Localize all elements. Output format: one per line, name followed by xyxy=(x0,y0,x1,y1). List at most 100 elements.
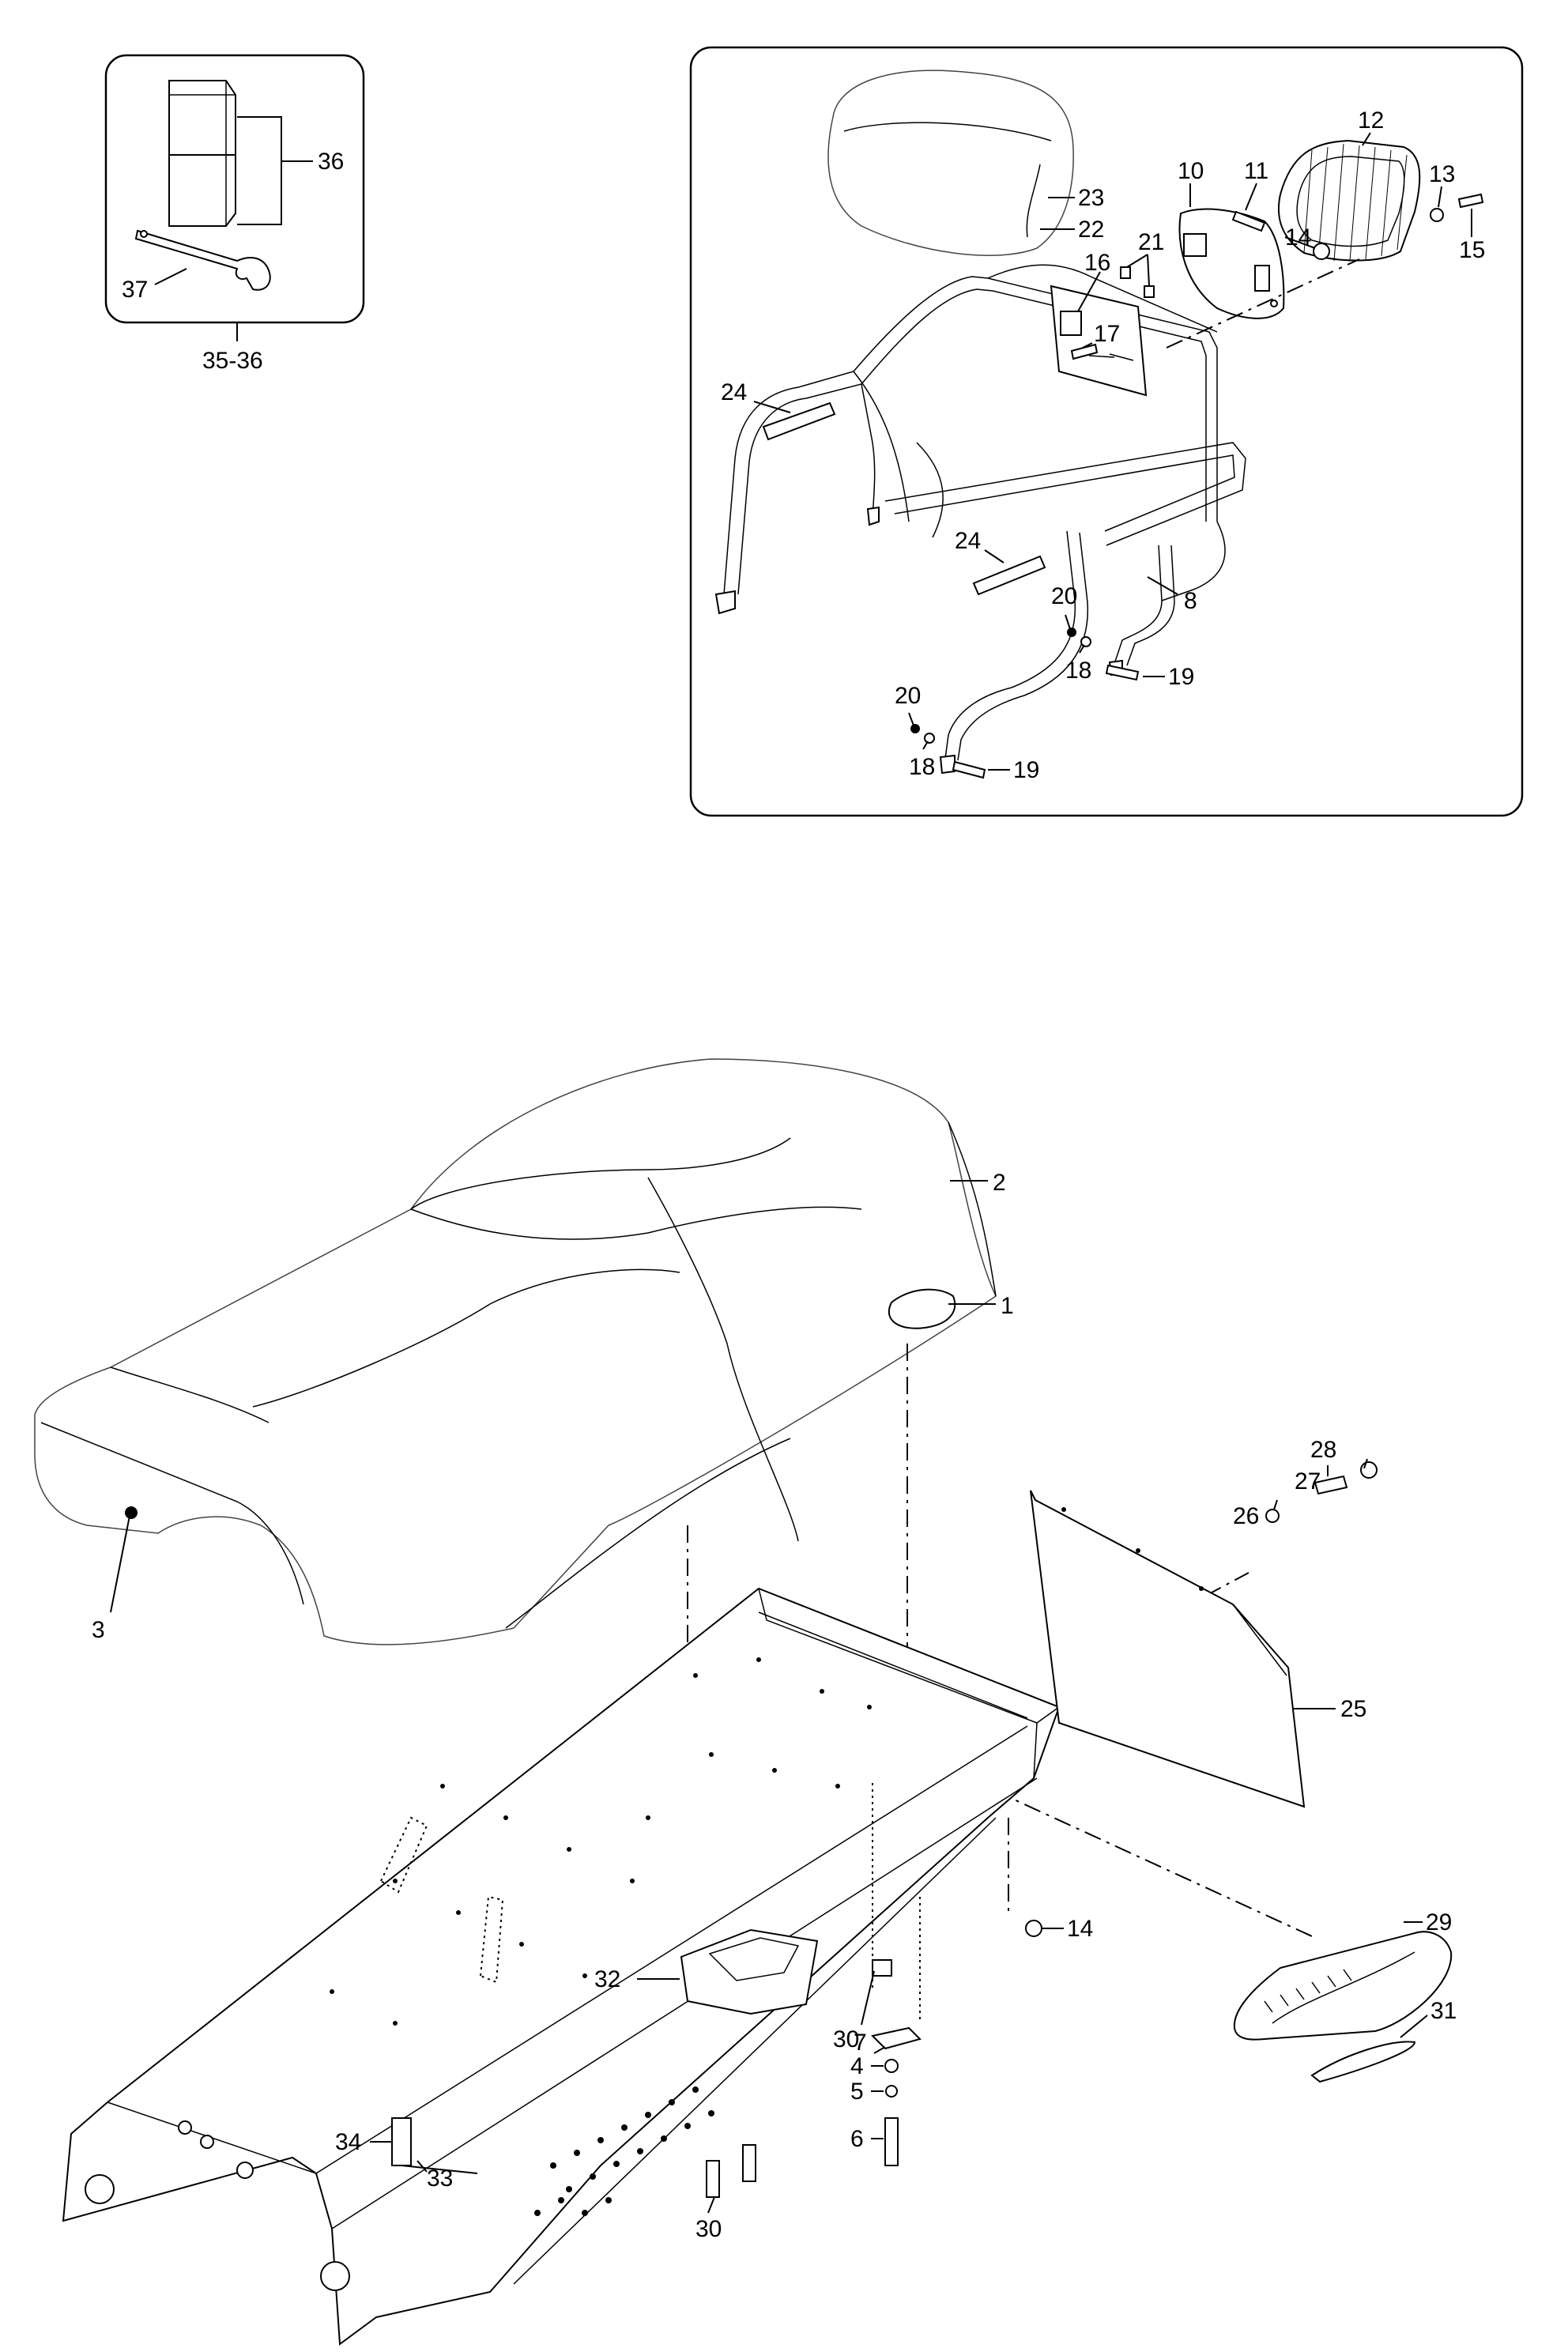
leader-14a xyxy=(1284,236,1316,249)
part-28-clip xyxy=(1360,1461,1378,1479)
callout-10: 10 xyxy=(1178,158,1204,184)
part-26-washer xyxy=(1265,1509,1280,1523)
part-4-washer xyxy=(884,2059,899,2073)
callout-28: 28 xyxy=(1310,1437,1336,1463)
leader-30a xyxy=(861,1970,875,2026)
accessory-frame xyxy=(689,46,1524,817)
part-12-lens xyxy=(1277,139,1421,262)
leader-7 xyxy=(873,2046,886,2054)
part-2-seat xyxy=(34,1058,997,1645)
leader-21 xyxy=(1126,254,1150,287)
callout-20b: 20 xyxy=(895,683,921,709)
callout-19b: 19 xyxy=(1013,757,1039,783)
part-27-bolt xyxy=(1314,1475,1348,1495)
part-30-screw-top xyxy=(872,1959,892,1977)
part-22-backrest xyxy=(827,70,1074,256)
part-32-pad xyxy=(680,1928,819,2015)
callout-37: 37 xyxy=(122,277,148,303)
callout-21: 21 xyxy=(1138,229,1164,255)
leader-37 xyxy=(154,268,187,285)
leader-33 xyxy=(416,2160,428,2173)
callout-15: 15 xyxy=(1459,237,1485,263)
grip-24-left xyxy=(762,401,836,441)
part-6-bolt xyxy=(884,2117,899,2166)
leader-31 xyxy=(1400,2015,1428,2038)
callout-13: 13 xyxy=(1429,161,1455,187)
leader-11 xyxy=(1245,183,1257,211)
leader-20b xyxy=(908,712,914,726)
main-assembly: 2 1 3 28 27 26 25 29 31 14 32 30 7 4 5 6… xyxy=(34,1058,1457,2346)
leader-26 xyxy=(1273,1499,1278,1510)
callout-7: 7 xyxy=(854,2030,867,2056)
callout-14a: 14 xyxy=(1285,224,1311,251)
callout-27: 27 xyxy=(1295,1468,1321,1494)
part-21-bolt-a xyxy=(1120,266,1131,279)
leader-3 xyxy=(110,1515,130,1613)
callout-25: 25 xyxy=(1340,1696,1366,1722)
callout-11: 11 xyxy=(1244,158,1268,184)
callout-24a: 24 xyxy=(721,379,747,405)
leader-24b xyxy=(984,549,1004,564)
part-37 xyxy=(134,229,271,291)
callout-20a: 20 xyxy=(1051,583,1077,609)
callout-5: 5 xyxy=(850,2079,864,2105)
part-13-washer xyxy=(1430,208,1444,222)
leader-30b xyxy=(707,2196,715,2214)
part-31-reflector xyxy=(1310,2041,1416,2083)
callout-30b: 30 xyxy=(695,2216,722,2242)
part-14-nut xyxy=(1025,1920,1042,1937)
leader-24a xyxy=(753,401,791,413)
leader-36 xyxy=(237,116,282,225)
callout-22: 22 xyxy=(1078,217,1104,243)
part-19-bolt-lower xyxy=(952,760,986,779)
part-3-rivet xyxy=(125,1506,138,1519)
callout-36: 36 xyxy=(318,149,344,175)
callout-29: 29 xyxy=(1426,1909,1452,1936)
part-20-nut-lower xyxy=(910,724,920,733)
leader-8 xyxy=(1147,576,1178,595)
callout-4: 4 xyxy=(850,2053,864,2079)
part-11-bolt xyxy=(1231,210,1266,232)
callout-24b: 24 xyxy=(955,528,981,554)
callout-3: 3 xyxy=(92,1617,105,1643)
callout-8: 8 xyxy=(1184,588,1197,614)
part-21-bolt-b xyxy=(1144,285,1155,298)
callout-23: 23 xyxy=(1078,185,1104,211)
callout-32: 32 xyxy=(594,1966,620,1992)
part-25-flap xyxy=(1030,1490,1306,1808)
inset-panel-accessory: 23 22 12 10 11 13 15 14 21 16 17 24 24 2… xyxy=(689,46,1524,817)
callout-35-36: 35-36 xyxy=(202,348,263,374)
part-17-bolt xyxy=(1070,343,1099,360)
part-14-nut xyxy=(1313,243,1330,260)
callout-17: 17 xyxy=(1094,321,1120,347)
callout-34: 34 xyxy=(335,2129,361,2155)
part-10-housing xyxy=(1178,208,1285,319)
part-1-patch xyxy=(888,1288,956,1329)
part-18-washer-upper xyxy=(1080,636,1091,647)
part-24-rack xyxy=(714,264,1246,775)
callout-19a: 19 xyxy=(1168,664,1194,690)
part-7-clip xyxy=(870,2026,922,2050)
part-15-screw xyxy=(1457,193,1484,209)
assembly-line-trim xyxy=(963,1776,1313,1937)
part-16-bracket xyxy=(1050,285,1148,397)
assembly-line-light xyxy=(1166,258,1360,349)
leader-18a xyxy=(1079,644,1085,654)
callout-26: 26 xyxy=(1233,1503,1259,1529)
main-hardware xyxy=(391,1461,1378,2198)
callout-2: 2 xyxy=(993,1170,1006,1196)
part-5-washer xyxy=(885,2085,898,2098)
callout-18a: 18 xyxy=(1065,658,1091,684)
callout-18b: 18 xyxy=(909,754,935,780)
inset-panel-kit: 36 37 35-36 xyxy=(104,54,365,374)
leader-20a xyxy=(1065,614,1071,630)
callout-31: 31 xyxy=(1430,1998,1457,2024)
part-20-nut-upper xyxy=(1067,628,1076,637)
callout-16: 16 xyxy=(1084,250,1110,276)
part-36 xyxy=(168,80,236,227)
part-18-washer-lower xyxy=(924,733,935,744)
part-19-bolt-upper xyxy=(1105,664,1140,681)
leader-16 xyxy=(1077,271,1101,312)
leader-28 xyxy=(1363,1458,1368,1469)
